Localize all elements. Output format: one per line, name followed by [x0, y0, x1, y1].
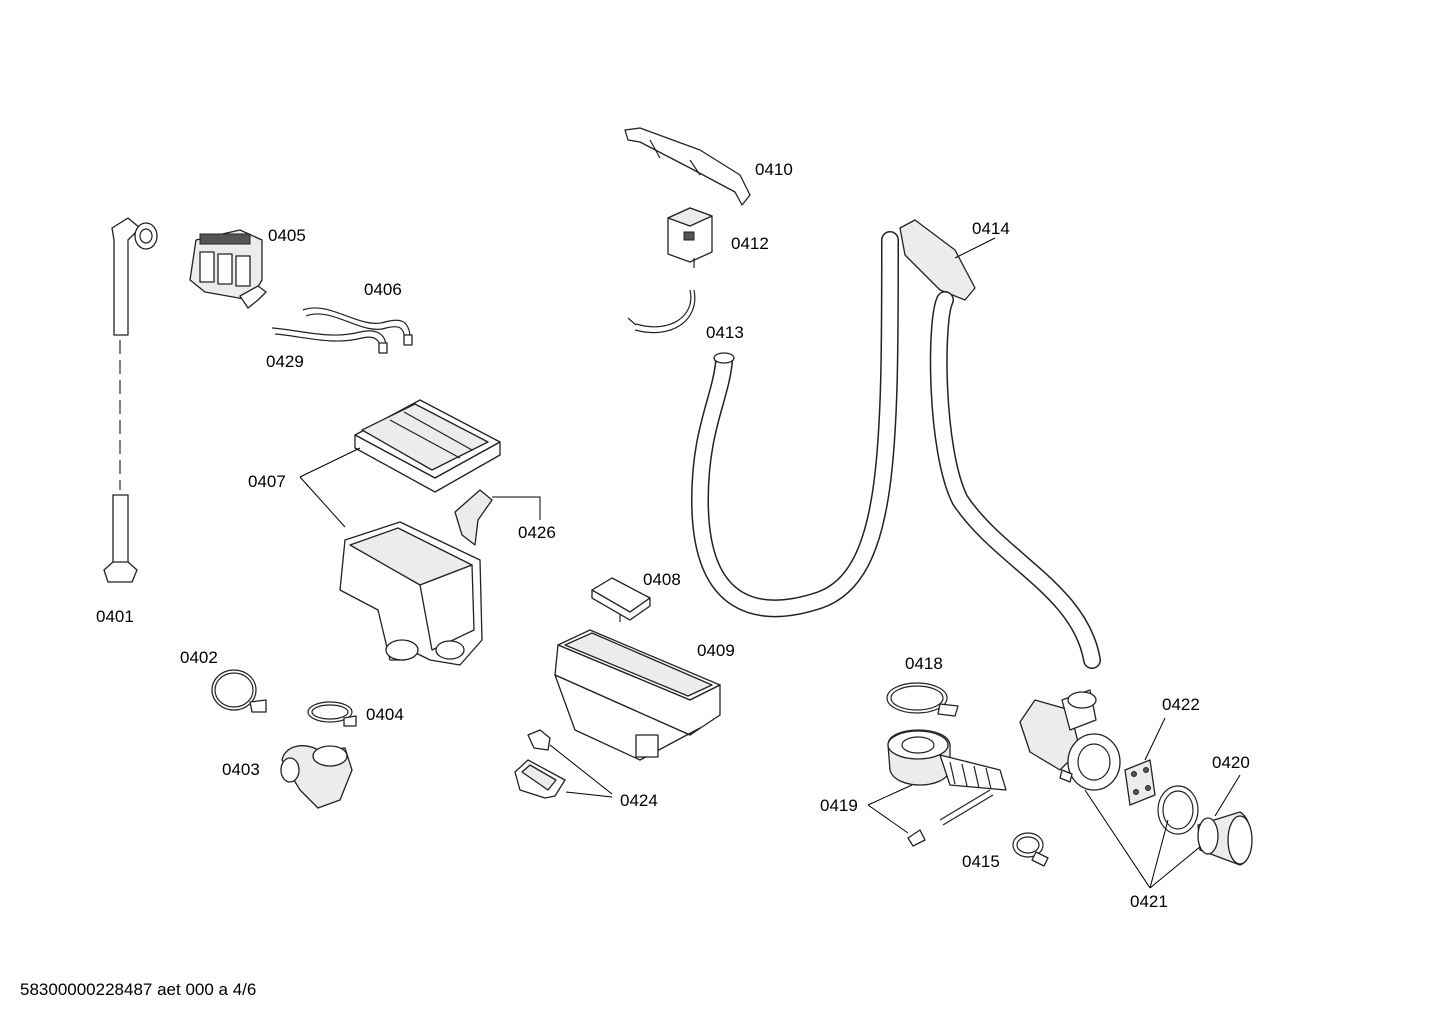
- part-0406-hose: [302, 307, 413, 346]
- part-0410-bracket: [624, 127, 751, 206]
- label-0422: 0422: [1162, 695, 1200, 714]
- part-0404-clamp: [307, 701, 357, 727]
- part-0420-filter: [1157, 774, 1253, 866]
- label-0429: 0429: [266, 352, 304, 371]
- label-0404: 0404: [366, 705, 404, 724]
- label-0426: 0426: [518, 523, 556, 542]
- label-0419: 0419: [820, 796, 858, 815]
- label-0409: 0409: [697, 641, 735, 660]
- label-0415: 0415: [962, 852, 1000, 871]
- part-0412-pressure-switch: [667, 207, 713, 268]
- part-0403-sump-hose: [280, 745, 353, 809]
- part-0429-hose: [271, 327, 388, 354]
- label-0424: 0424: [620, 791, 658, 810]
- part-0424-siphon: [514, 729, 613, 799]
- label-0408: 0408: [643, 570, 681, 589]
- part-0409-drawer: [554, 629, 721, 761]
- label-0401: 0401: [96, 607, 134, 626]
- part-0402-clamp: [211, 669, 267, 713]
- part-0408-drawer-insert: [591, 577, 651, 622]
- part-0414-connector-hose: [899, 219, 1101, 669]
- label-0418: 0418: [905, 654, 943, 673]
- part-0415-clamp: [1012, 832, 1049, 867]
- label-0413: 0413: [706, 323, 744, 342]
- label-0403: 0403: [222, 760, 260, 779]
- label-0414: 0414: [972, 219, 1010, 238]
- part-0419-bellows: [867, 729, 1007, 847]
- label-0420: 0420: [1212, 753, 1250, 772]
- label-0421: 0421: [1130, 892, 1168, 911]
- label-0410: 0410: [755, 160, 793, 179]
- label-0406: 0406: [364, 280, 402, 299]
- document-reference: 58300000228487 aet 000 a 4/6: [20, 980, 257, 999]
- part-drain-hose-left: [691, 231, 899, 618]
- part-0426-siphon-cap: [454, 489, 541, 546]
- label-0405: 0405: [268, 226, 306, 245]
- part-0413-pressure-tube: [627, 289, 696, 334]
- label-0407: 0407: [248, 472, 286, 491]
- part-0418-clamp: [886, 682, 959, 717]
- part-0407-dispenser-housing: [299, 399, 501, 666]
- part-0405-inlet-valve: [189, 229, 267, 309]
- label-0402: 0402: [180, 648, 218, 667]
- part-0401-inlet-hose: [103, 217, 158, 583]
- label-0412: 0412: [731, 234, 769, 253]
- part-0422-gasket: [1124, 717, 1166, 806]
- part-0421-drain-pump: [1019, 689, 1219, 889]
